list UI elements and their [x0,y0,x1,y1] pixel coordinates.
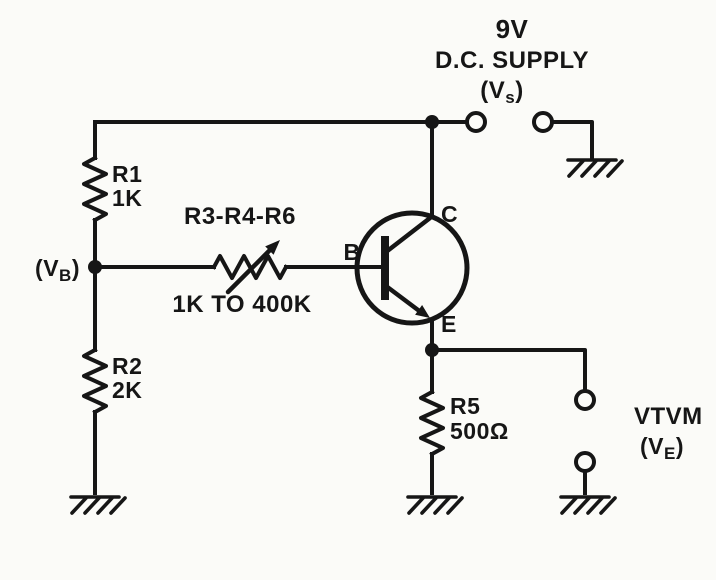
emitter-arrowhead-icon [415,305,430,318]
supply-name-label: D.C. SUPPLY [435,47,589,74]
resistor-r1-zigzag [82,155,108,223]
variable-resistor-range: 1K TO 400K [172,291,311,318]
resistor-r5-zigzag [419,389,445,457]
supply-terminal-right [532,111,554,133]
supply-terminal-left [465,111,487,133]
transistor-base-label: B [343,239,360,265]
vtvm-terminal-bottom [574,451,596,473]
ground-symbol-middle [406,495,464,515]
resistor-r2-zigzag [82,347,108,415]
meter-ve-label: (VE) [640,433,684,463]
transistor-emitter-lead [383,283,425,316]
wire-supply-right [550,120,594,160]
transistor-circle [354,210,470,326]
resistor-r5-value: 500Ω [450,418,509,444]
junction-emitter-node [425,343,439,357]
variable-resistor-arrow-icon [225,240,280,295]
resistor-r2-name: R2 [112,353,142,379]
wire-vtvm-rail [430,348,587,392]
meter-name-label: VTVM [634,403,703,430]
resistor-r1-value: 1K [112,185,142,211]
transistor-collector-label: C [441,201,458,227]
node-vb-label: (VB) [35,255,80,285]
transistor-collector-lead [383,215,433,255]
resistor-r5-name: R5 [450,393,480,419]
supply-vs-label: (Vs) [480,77,523,107]
ground-symbol-supply [566,158,624,178]
resistor-r2-value: 2K [112,377,142,403]
transistor-emitter-label: E [441,311,457,337]
junction-collector-rail [425,115,439,129]
ground-symbol-vtvm [559,495,617,515]
supply-voltage-label: 9V [496,14,529,44]
transistor-symbol [354,210,470,326]
variable-resistor-name: R3-R4-R6 [184,203,296,230]
resistor-r1-name: R1 [112,161,142,187]
wires [82,120,594,495]
vtvm-terminal-top [574,389,596,411]
junction-vb-node [88,260,102,274]
ground-symbol-left [69,495,127,515]
